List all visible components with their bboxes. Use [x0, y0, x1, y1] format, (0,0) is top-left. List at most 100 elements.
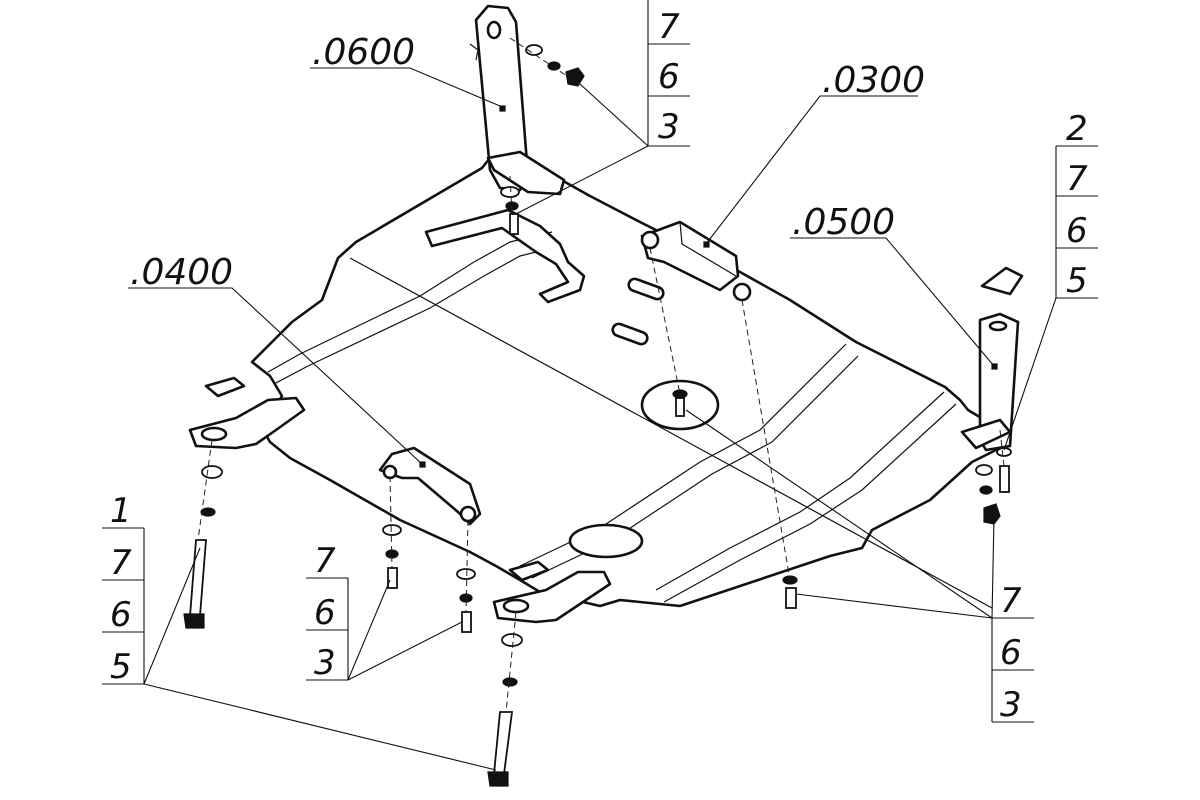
bracket-0300-hole-right — [732, 282, 752, 302]
bracket-0300-edge — [679, 221, 737, 277]
callout-top-center-leader-1 — [579, 83, 649, 147]
bracket-0400-marker — [419, 461, 426, 468]
slot-cutout-top — [424, 208, 586, 304]
label-part-0500: .0500 — [792, 202, 895, 243]
callout-left-bottom-item-1: 1 — [110, 491, 132, 531]
lock-washer-front-1 — [502, 677, 518, 687]
callout-right-top-item-2: 7 — [1066, 159, 1088, 199]
callout-mid-bottom-item-2: 6 — [314, 593, 336, 633]
callout-top-center-item-2: 6 — [658, 57, 680, 97]
bracket-0600 — [469, 4, 566, 196]
bracket-0400-body — [378, 446, 482, 526]
axis-0400-b — [465, 519, 469, 613]
callout-right-top: 2 7 6 5 — [1003, 109, 1098, 451]
long-bolt-left-head — [183, 613, 205, 629]
callout-left-bottom-leader-1 — [143, 547, 201, 685]
callout-left-bottom: 1 7 6 5 — [102, 491, 497, 771]
lock-washer-right-2 — [979, 485, 993, 495]
callout-left-bottom-leader-2 — [143, 683, 497, 771]
callout-top-center-item-1: 7 — [658, 7, 680, 47]
right-small-clip — [508, 560, 550, 582]
label-part-0600: .0600 — [312, 32, 415, 73]
left-mount-tab-hole — [200, 426, 228, 442]
washer-right-1 — [996, 447, 1012, 457]
bend-line-right-2 — [663, 403, 957, 603]
callout-mid-bottom-item-1: 7 — [314, 541, 336, 581]
callout-right-bottom-item-2: 6 — [1000, 633, 1022, 673]
part-labels: .0600 .0300 .0500 .0400 — [128, 32, 995, 465]
axis-0400-a — [389, 475, 393, 569]
bracket-0400-hole-right — [459, 505, 477, 523]
bracket-0300-body — [640, 220, 740, 292]
callout-mid-bottom-item-3: 3 — [314, 643, 336, 683]
leader-part-0300 — [705, 95, 918, 245]
bracket-0600-marker — [499, 105, 506, 112]
washer-right-2 — [975, 464, 993, 476]
callout-top-center-item-3: 3 — [658, 107, 680, 147]
washer-front-1 — [501, 633, 523, 647]
callout-right-bottom: 7 6 3 — [685, 409, 1034, 725]
callout-right-bottom-leader-1 — [685, 409, 993, 619]
axis-0300-right — [741, 299, 791, 581]
axis-0300-left — [649, 247, 681, 395]
long-bolt-front — [493, 711, 514, 775]
callout-mid-bottom: 7 6 3 — [306, 541, 463, 683]
bolt-bottom-right — [785, 587, 797, 609]
slot-cutout-1 — [627, 277, 665, 301]
bolt-top — [565, 67, 585, 87]
bracket-0500 — [960, 266, 1024, 452]
hardware — [183, 44, 1012, 787]
callout-mid-bottom-leader-2 — [347, 621, 463, 681]
bend-line-left-front — [267, 231, 553, 373]
lock-washer-top — [547, 61, 561, 71]
washer-0400-a — [382, 524, 402, 536]
axis-left-tab — [197, 439, 213, 541]
leader-part-0600 — [310, 67, 501, 107]
washer-top-1 — [525, 44, 543, 56]
crease-line — [349, 257, 993, 609]
long-bolt-front-head — [487, 771, 509, 787]
washer-left-1 — [201, 465, 223, 479]
bolt-0600-under — [509, 213, 519, 235]
front-oval-cutout — [568, 523, 644, 559]
callout-right-top-item-1: 2 — [1066, 109, 1088, 149]
callout-top-center-leader-2 — [515, 145, 649, 215]
callout-right-top-item-4: 5 — [1066, 261, 1088, 301]
axis-0600 — [509, 175, 513, 215]
callout-right-top-item-3: 6 — [1066, 211, 1088, 251]
callout-top-center: 7 6 3 — [515, 0, 690, 215]
bend-line-right-1 — [655, 391, 945, 591]
callout-left-bottom-item-3: 6 — [110, 595, 132, 635]
bracket-0500-hole — [988, 320, 1008, 332]
bend-line-left-back — [273, 245, 561, 385]
callout-left-bottom-item-2: 7 — [110, 543, 132, 583]
callout-right-top-leader — [1003, 297, 1057, 451]
callout-right-bottom-item-1: 7 — [1000, 581, 1022, 621]
bracket-0600-foot — [486, 150, 566, 196]
long-bolt-left — [189, 539, 207, 617]
leader-part-0500 — [790, 237, 995, 367]
callout-right-bottom-item-3: 3 — [1000, 685, 1022, 725]
bracket-0300-marker — [703, 241, 710, 248]
bracket-0500-marker — [991, 363, 998, 370]
bracket-0400 — [378, 446, 482, 526]
washer-hatch — [672, 389, 688, 399]
leader-part-0400 — [128, 287, 423, 465]
label-part-0400: .0400 — [130, 252, 233, 293]
axis-top-bolt — [509, 37, 571, 79]
assembly-axes — [197, 37, 1005, 713]
bolt-right-1 — [999, 465, 1010, 493]
washer-0400-b — [456, 568, 476, 580]
bracket-0300-hole-left — [640, 230, 660, 250]
axis-0500 — [999, 429, 1005, 467]
axis-front-tab — [505, 611, 517, 713]
left-small-clip — [204, 376, 246, 398]
bracket-0500-top-clip — [980, 266, 1024, 296]
bracket-0600-hole — [486, 20, 502, 40]
bolt-0400-b — [461, 611, 472, 633]
callout-mid-bottom-leader-1 — [347, 579, 391, 681]
callout-right-bottom-leader-3 — [991, 515, 995, 619]
bolt-0400-a — [387, 567, 398, 589]
washer-0600-under — [500, 186, 520, 198]
